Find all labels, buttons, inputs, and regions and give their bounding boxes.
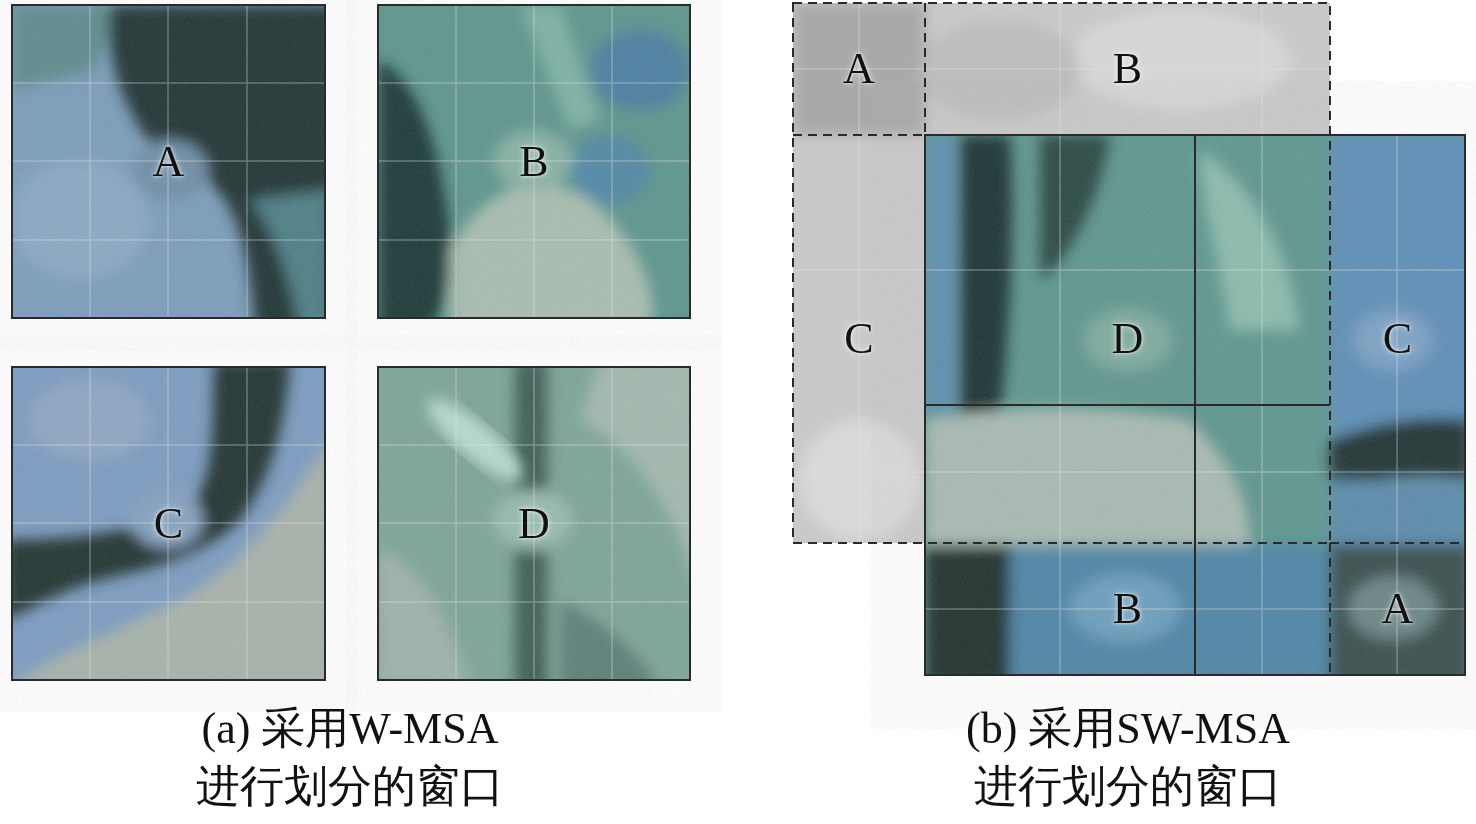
window-letter: A <box>153 140 185 184</box>
window-region: B <box>925 3 1330 135</box>
caption: (a) 采用W-MSA 进行划分的窗口 <box>194 700 505 816</box>
window-region: D <box>925 135 1330 543</box>
caption: (b) 采用SW-MSA 进行划分的窗口 <box>966 700 1290 816</box>
window-panel: A <box>12 5 325 318</box>
window-panel: B <box>378 5 690 318</box>
window-letter: C <box>844 317 873 361</box>
window-letter: A <box>1382 587 1414 631</box>
window-region: B <box>925 543 1330 675</box>
window-letter: C <box>1383 317 1412 361</box>
window-panel: D <box>378 367 690 680</box>
shifted-window-border <box>793 3 1465 675</box>
grain <box>12 5 1465 680</box>
window-panel: C <box>12 367 325 680</box>
window-region: A <box>1330 543 1465 675</box>
window-region: C <box>793 135 925 543</box>
image-patch <box>378 5 690 318</box>
image-patch <box>12 5 325 318</box>
window-region: C <box>1330 135 1465 543</box>
window-letter: D <box>518 502 550 546</box>
window-letter: A <box>843 47 875 91</box>
window-letter: C <box>154 502 183 546</box>
image-patch <box>378 367 690 680</box>
window-region: A <box>793 3 925 135</box>
window-letter: B <box>1113 47 1142 91</box>
window-letter: B <box>1113 587 1142 631</box>
window-letter: B <box>519 140 548 184</box>
window-border <box>12 5 1465 680</box>
patch-grid <box>12 3 1465 680</box>
image-patch <box>12 367 325 680</box>
window-letter: D <box>1112 317 1144 361</box>
image-patch <box>925 135 1465 675</box>
